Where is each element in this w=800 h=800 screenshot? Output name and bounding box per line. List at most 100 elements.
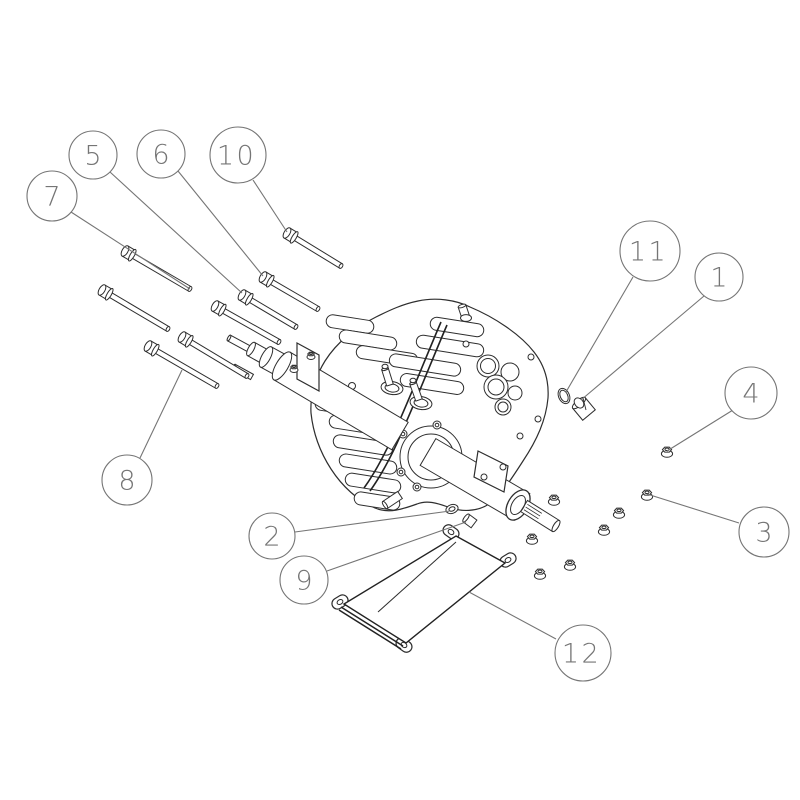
o-ring [557,387,571,405]
callout-2[interactable]: 2 [248,510,451,560]
callout-12[interactable]: 12 [468,591,612,682]
callout-4[interactable]: 4 [666,366,778,452]
flange-bolt-hole [292,365,296,369]
nut-2-hole [616,508,622,513]
leader-line-3 [646,493,740,524]
bracket-lug-hole [504,556,512,564]
callout-balloon-9[interactable] [279,555,329,605]
bolt-7 [143,340,220,389]
bolt-8 [177,331,250,379]
callout-number-12: 12 [562,639,601,670]
left-axle-tube-cap [271,351,293,381]
bolt-tip [338,263,344,269]
bearing-boss-inner [497,401,509,413]
bolt-head-cap [143,340,153,352]
callout-number-2: 2 [263,522,280,553]
callout-number-9: 9 [295,566,312,597]
leader-line-6 [177,170,264,277]
callout-5[interactable]: 5 [68,130,243,294]
vent-plug-cap [457,303,467,309]
callout-number-1: 1 [710,263,727,294]
bolt-flange [184,335,194,348]
callout-balloon-3[interactable] [738,506,790,558]
flange-hole [480,473,488,481]
callout-10[interactable]: 10 [209,126,288,233]
nut-4-hole [529,534,535,539]
callout-balloon-6[interactable] [136,129,186,179]
bolt-head-cap [258,271,268,283]
callout-3[interactable]: 3 [646,493,790,558]
leader-line-11 [565,276,634,393]
callout-balloon-1[interactable] [694,252,744,302]
callout-balloon-11[interactable] [619,220,681,282]
housing-bolt-hole [516,432,524,440]
bolt-6 [210,300,282,345]
bolt-flange [104,287,114,301]
callout-balloon-10[interactable] [209,126,267,184]
right-mount-flange [473,450,509,493]
nut-1-hole [551,495,557,500]
washer-hole [448,506,456,512]
callout-7[interactable]: 7 [26,170,191,290]
bolt-5 [237,289,299,330]
bracket-bent-lip [338,609,402,650]
bolt-head-cap [177,331,187,343]
cover-lug-hole [414,484,420,490]
bolt-tip [244,373,250,379]
nut-5-hole [567,560,573,565]
housing-bolt-hole [534,415,542,423]
bolt-4 [258,271,321,312]
hex-facet [582,397,587,411]
leader-line-2 [294,510,451,533]
bottom-stub-cap [381,500,389,510]
callout-number-5: 5 [84,141,101,172]
bracket-lug-hole [447,528,455,536]
axle-bearing-inner [510,494,526,516]
bolt-head-cap [97,284,107,296]
callout-number-8: 8 [118,466,135,497]
bearing-boss [500,362,520,382]
vent-base [460,314,472,322]
cooling-fin [429,316,485,338]
callout-balloon-4[interactable] [724,366,778,420]
bolt-tip [214,383,220,389]
callout-8[interactable]: 8 [101,369,183,506]
callout-number-11: 11 [629,237,668,268]
leader-line-8 [139,369,183,459]
shaft-hub-cap [258,346,274,368]
nut-6-hole [537,569,543,574]
bearing-boss-inner [487,378,505,396]
leader-line-9 [326,521,467,572]
flange-bolt-hole [309,352,313,356]
bolt-tip [165,326,171,332]
callout-balloon-5[interactable] [68,130,118,180]
callout-balloon-12[interactable] [554,624,612,682]
cooling-fin [338,453,398,475]
bolt-flange [244,293,254,306]
callout-6[interactable]: 6 [136,129,264,277]
bolt-tip [276,339,282,345]
bracket-lug-hole [336,598,344,606]
spline-line [527,504,543,514]
bearing-boss-inner [480,358,496,374]
callout-balloon-7[interactable] [26,170,78,222]
bolt-flange [218,303,227,317]
hex-plug-face [573,397,585,409]
fitting-knob [381,363,389,370]
spline-line [523,509,539,520]
callout-9[interactable]: 9 [279,521,467,605]
callout-balloon-8[interactable] [101,454,153,506]
callout-11[interactable]: 11 [565,220,681,393]
cooling-fin [332,434,394,456]
mounting-bracket [331,524,517,653]
nut-3-hole [601,525,607,530]
cover-lug-hole [398,469,404,475]
bolt-head-cap [282,227,292,239]
cap-plug-cap [462,513,470,523]
callout-1[interactable]: 1 [580,252,744,401]
output-shaft-cap [551,519,561,533]
callout-balloon-2[interactable] [248,512,296,560]
callout-number-10: 10 [217,141,256,172]
bolt-head-cap [210,300,220,312]
